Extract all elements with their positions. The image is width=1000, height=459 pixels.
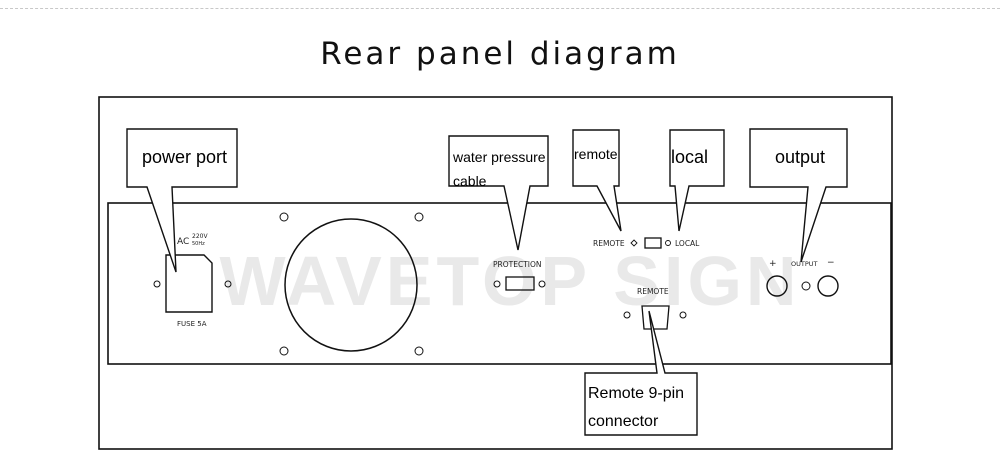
callout-remote-text: remote: [574, 146, 618, 162]
rear-faceplate: [107, 202, 892, 365]
callout-remote-9pin: [584, 310, 698, 436]
callout-local-text: local: [671, 147, 709, 167]
page-title: Rear panel diagram: [320, 36, 680, 72]
ac-label: AC: [177, 237, 189, 247]
callout-remote-9pin-text: Remote 9-pin connector: [588, 380, 684, 436]
remote-switch-label: REMOTE: [593, 239, 625, 248]
plus-sign: +: [769, 259, 777, 269]
outer-frame: [98, 96, 893, 450]
output-terminals: OUTPUT + −: [766, 258, 839, 297]
callout-local: [669, 129, 725, 232]
ac-frequency-label: 50Hz: [192, 241, 205, 247]
local-switch-label: LOCAL: [675, 239, 700, 248]
callout-output: [749, 128, 848, 263]
callout-remote-9pin-line1: Remote 9-pin: [588, 385, 685, 402]
protection-label: PROTECTION: [493, 260, 542, 269]
callout-water-pressure-line2: cable: [453, 173, 487, 189]
ac-voltage-label: 220V: [192, 233, 208, 240]
protection-connector: PROTECTION: [493, 260, 546, 291]
callout-output-text: output: [775, 147, 826, 167]
callout-water-pressure-line1: water pressure: [453, 149, 546, 165]
ac-power-inlet: AC 220V 50Hz FUSE 5A: [153, 233, 232, 328]
remote-9pin-connector: REMOTE: [623, 287, 687, 330]
callout-water-pressure-text: water pressure cable: [453, 145, 546, 193]
remote-connector-label: REMOTE: [637, 287, 669, 296]
remote-local-switch: REMOTE LOCAL: [593, 237, 700, 249]
callout-power-port-text: power port: [142, 147, 228, 167]
top-dashed-divider: [0, 8, 1000, 9]
cooling-fan: [279, 212, 424, 356]
callout-power-port: [126, 128, 238, 273]
output-label: OUTPUT: [791, 260, 818, 268]
callout-remote-9pin-line2: connector: [588, 413, 659, 430]
minus-sign: −: [827, 258, 835, 268]
watermark-text: WAVETOP SIGN: [220, 242, 801, 320]
fuse-label: FUSE 5A: [177, 320, 207, 328]
callout-water-pressure: [448, 135, 549, 251]
callout-remote: [572, 129, 622, 232]
